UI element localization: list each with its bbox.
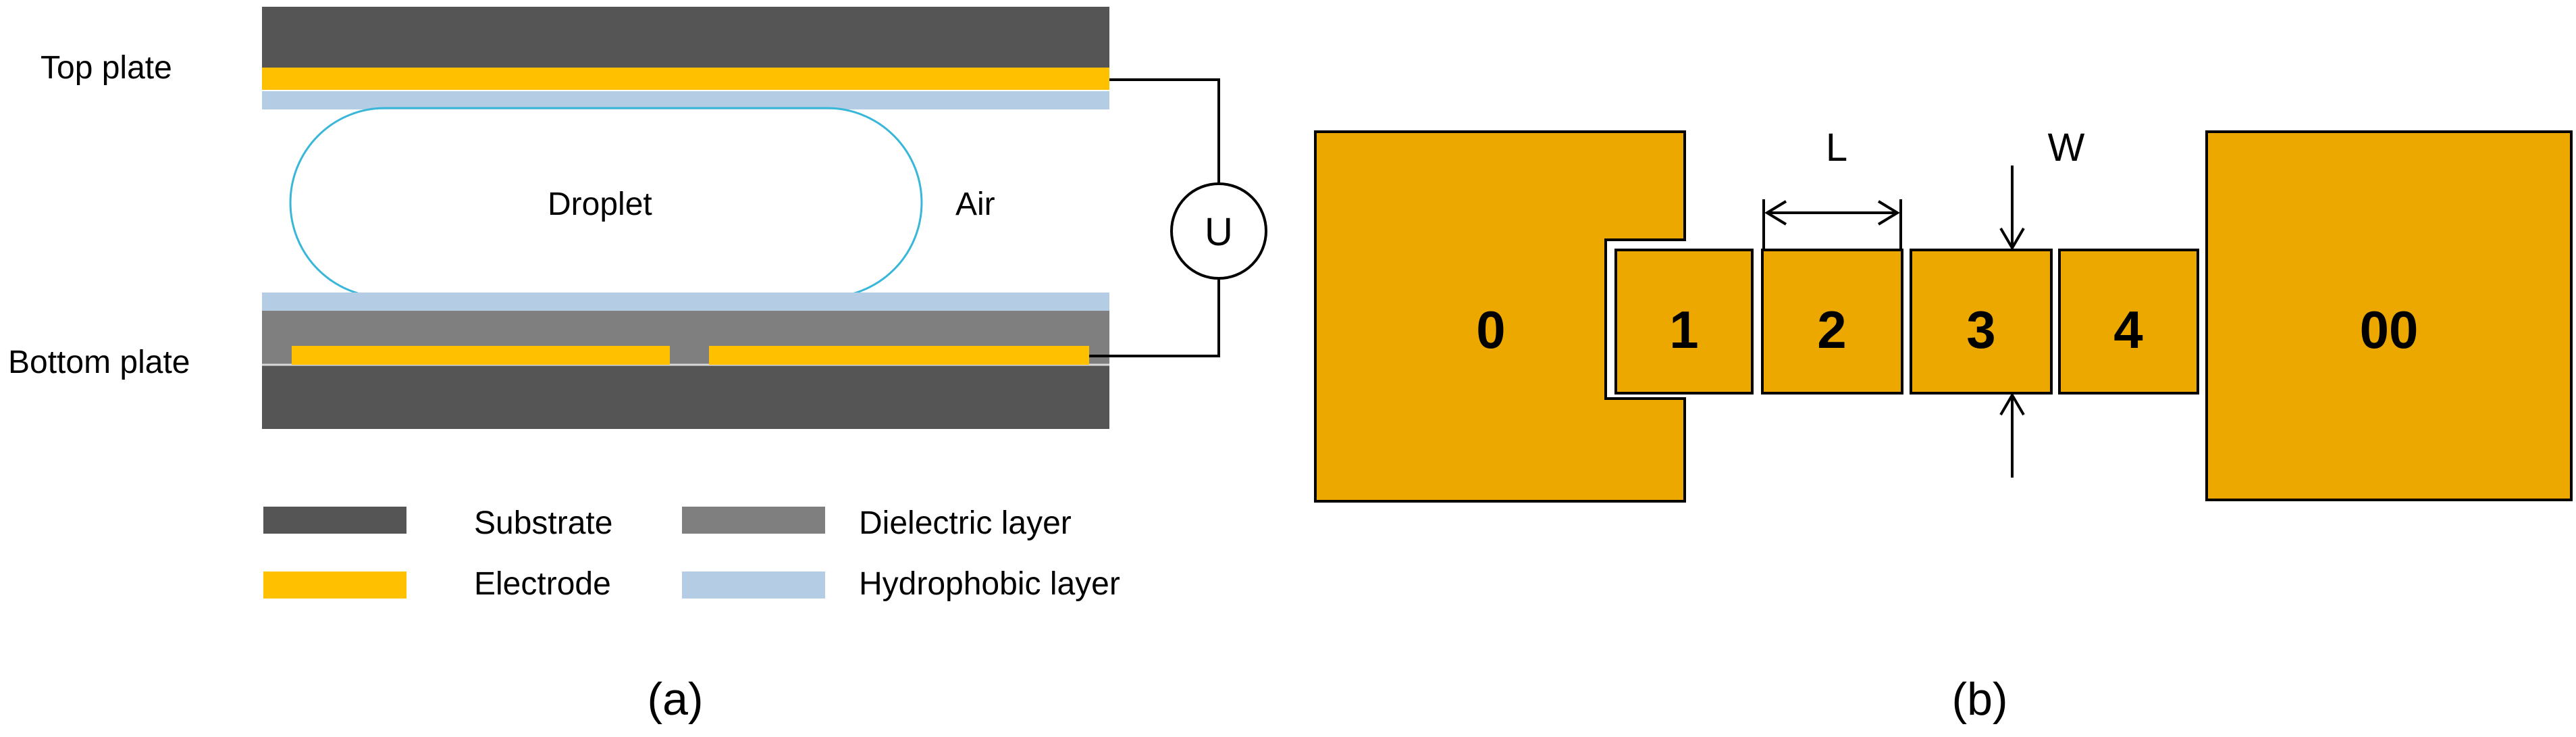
bottom-wire <box>1089 278 1220 357</box>
length-arrowhead-left <box>1764 200 1787 226</box>
electrode-3 <box>1910 249 2053 395</box>
voltage-circuit: U <box>1089 78 1267 357</box>
electrode-label-00: 00 <box>2360 300 2419 359</box>
top-substrate <box>262 7 1109 68</box>
panel-b: 0 1 2 3 4 00 L W <box>1314 126 2573 725</box>
top-hydrophobic-layer <box>262 91 1109 109</box>
legend-swatch-substrate <box>263 507 406 534</box>
width-arrowhead-top <box>1999 227 2025 251</box>
reservoir-electrode-00 <box>2205 130 2573 501</box>
electrode-label-3: 3 <box>1966 300 1995 359</box>
top-wire <box>1109 78 1220 184</box>
legend-label-electrode: Electrode <box>474 566 611 602</box>
legend: Substrate Dielectric layer Electrode Hyd… <box>263 505 1120 602</box>
electrode-4 <box>2058 249 2199 395</box>
length-label: L <box>1826 126 1847 170</box>
caption-b: (b) <box>1951 674 2007 725</box>
voltage-label: U <box>1205 210 1233 254</box>
electrode-label-4: 4 <box>2113 300 2143 359</box>
top-plate <box>262 7 1109 109</box>
legend-swatch-dielectric <box>682 507 825 534</box>
width-arrowhead-bottom <box>1999 392 2025 416</box>
panel-a: Droplet Air Top plate Bottom plate U Sub… <box>8 7 1267 725</box>
width-label: W <box>2048 126 2085 170</box>
width-dimension: W <box>1999 126 2085 478</box>
electrode-label-2: 2 <box>1817 300 1846 359</box>
top-electrode <box>262 68 1109 90</box>
legend-label-substrate: Substrate <box>474 505 612 541</box>
length-dimension: L <box>1762 126 1902 250</box>
length-arrowhead-right <box>1877 200 1900 226</box>
legend-swatch-hydrophobic <box>682 571 825 599</box>
legend-swatch-electrode <box>263 571 406 599</box>
bottom-plate-label: Bottom plate <box>8 345 190 380</box>
electrode-label-1: 1 <box>1669 300 1698 359</box>
electrode-1 <box>1614 249 1754 395</box>
caption-a: (a) <box>647 674 703 725</box>
bottom-electrode-2 <box>709 346 1089 365</box>
voltage-source-icon <box>1170 182 1267 280</box>
legend-label-hydrophobic: Hydrophobic layer <box>859 566 1120 602</box>
electrode-label-0: 0 <box>1476 300 1505 359</box>
bottom-plate <box>262 293 1109 429</box>
electrode-2 <box>1761 249 1903 395</box>
legend-label-dielectric: Dielectric layer <box>859 505 1072 541</box>
bottom-substrate <box>262 365 1109 429</box>
bottom-electrode-1 <box>292 346 670 365</box>
top-plate-label: Top plate <box>41 50 172 86</box>
air-label: Air <box>955 186 995 222</box>
droplet-label: Droplet <box>548 186 652 222</box>
bottom-hydrophobic-layer <box>262 293 1109 311</box>
reservoir-electrode-0 <box>1314 130 1686 503</box>
